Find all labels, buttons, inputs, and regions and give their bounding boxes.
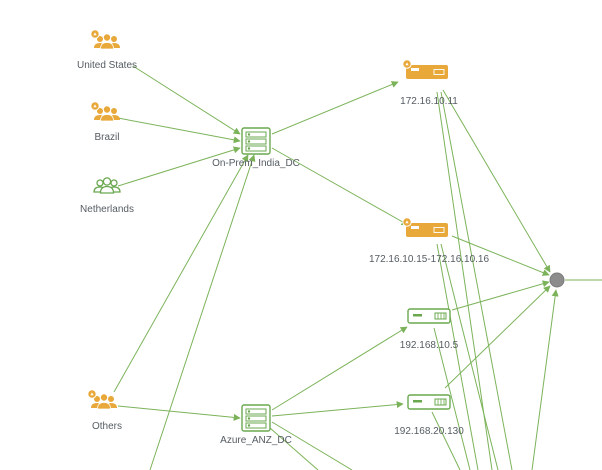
datacenter-icon: [241, 127, 271, 155]
edge-172-11-down-b[interactable]: [440, 91, 513, 470]
node-united-states[interactable]: [90, 29, 120, 50]
appliance-icon: [407, 394, 451, 410]
user-group-warning-icon: [87, 389, 117, 410]
edge-onprem-172-range[interactable]: [271, 147, 409, 226]
edge-us-onprem[interactable]: [132, 65, 241, 135]
edge-172-range-down-a[interactable]: [436, 243, 479, 470]
edge-172-range-hub[interactable]: [451, 235, 550, 276]
node-192-168-20-130[interactable]: [407, 394, 451, 410]
hub-node-icon: [549, 272, 565, 288]
edge-others-azure[interactable]: [117, 405, 241, 421]
edge-azure-out-2[interactable]: [269, 427, 319, 470]
edge-192-10-5-down[interactable]: [433, 327, 471, 470]
node-hub[interactable]: [549, 272, 565, 288]
label-onprem-india-dc: On-Prem_India_DC: [212, 158, 300, 169]
edge-brazil-onprem[interactable]: [117, 117, 241, 144]
node-onprem-india-dc[interactable]: [241, 127, 271, 155]
edge-192-20-130-hub[interactable]: [444, 285, 551, 389]
warning-badge-icon: [87, 389, 97, 399]
edges-layer: [113, 65, 602, 470]
label-others: Others: [91, 421, 123, 432]
label-brazil: Brazil: [94, 132, 120, 143]
user-group-warning-icon: [90, 101, 120, 122]
warning-badge-icon: [90, 29, 100, 39]
label-172-16-10-15-16: 172.16.10.15-172.16.10.16: [368, 254, 490, 265]
node-azure-anz-dc[interactable]: [241, 404, 271, 432]
edge-onprem-172-11[interactable]: [271, 81, 399, 135]
appliance-warning-icon: [402, 217, 448, 237]
label-192-168-20-130: 192.168.20.130: [394, 426, 464, 437]
edge-172-11-down-a[interactable]: [436, 91, 493, 470]
node-netherlands[interactable]: [93, 177, 121, 194]
edge-azure-out-1[interactable]: [271, 421, 353, 470]
user-group-icon: [93, 177, 121, 194]
edge-bottom-onprem[interactable]: [149, 154, 256, 470]
label-azure-anz-dc: Azure_ANZ_DC: [220, 435, 292, 446]
warning-badge-icon: [90, 101, 100, 111]
user-group-warning-icon: [90, 29, 120, 50]
appliance-warning-icon: [402, 59, 448, 79]
label-united-states: United States: [76, 60, 138, 71]
warning-badge-icon: [402, 217, 412, 227]
edge-192-20-130-down[interactable]: [431, 411, 461, 470]
edge-azure-192-20-130[interactable]: [271, 401, 404, 417]
node-brazil[interactable]: [90, 101, 120, 122]
edge-azure-192-10-5[interactable]: [271, 326, 408, 411]
edge-bottom-hub[interactable]: [531, 289, 559, 470]
edge-172-range-down-b[interactable]: [440, 243, 499, 470]
label-192-168-10-5: 192.168.10.5: [399, 340, 459, 351]
node-others[interactable]: [87, 389, 117, 410]
datacenter-icon: [241, 404, 271, 432]
label-172-16-10-11: 172.16.10.11: [400, 96, 458, 107]
node-192-168-10-5[interactable]: [407, 308, 451, 324]
appliance-icon: [407, 308, 451, 324]
edge-netherlands-onprem[interactable]: [117, 146, 241, 187]
node-172-16-10-15-16[interactable]: [402, 217, 448, 237]
warning-badge-icon: [402, 59, 412, 69]
node-172-16-10-11[interactable]: [402, 59, 448, 79]
edge-others-onprem[interactable]: [113, 154, 249, 393]
edge-172-11-hub[interactable]: [442, 89, 551, 273]
label-netherlands: Netherlands: [80, 204, 134, 215]
